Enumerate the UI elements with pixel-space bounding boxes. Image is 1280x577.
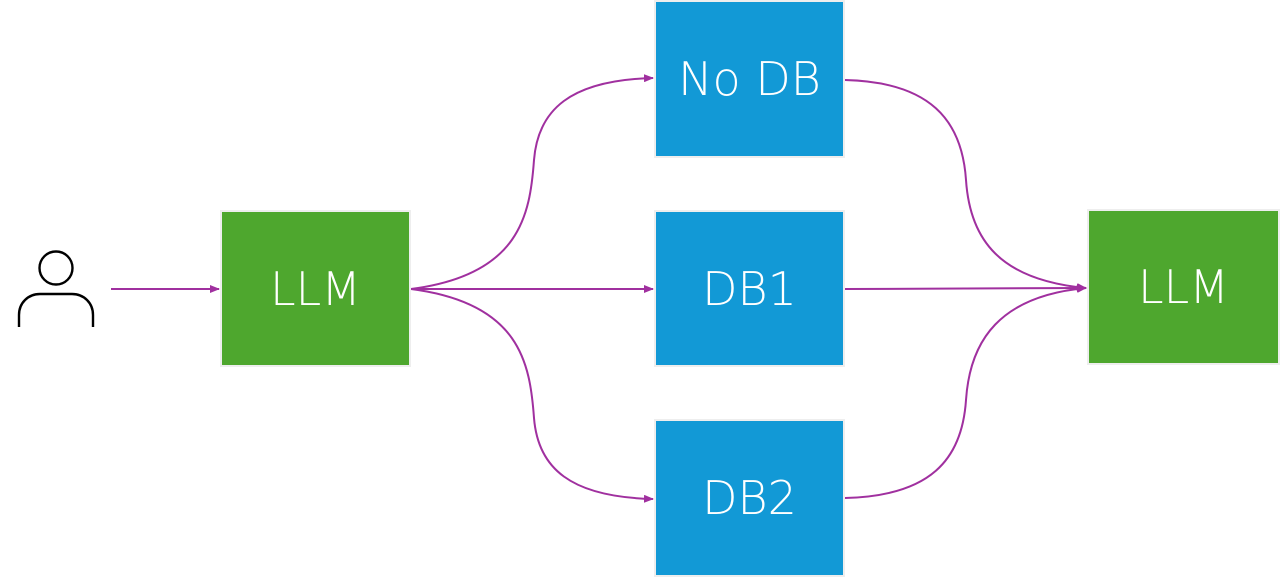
llm-input-node: LLM <box>220 210 411 367</box>
no-db-label: No DB <box>678 52 821 106</box>
db2-node: DB2 <box>654 419 845 577</box>
llm-output-label: LLM <box>1138 260 1229 314</box>
edge-llm-to-nodb <box>410 74 654 290</box>
llm-input-label: LLM <box>270 261 361 316</box>
edge-nodb-to-llm <box>844 79 1087 292</box>
no-db-node: No DB <box>654 0 845 158</box>
edge-db2-to-llm <box>844 284 1087 499</box>
db1-node: DB1 <box>654 210 845 367</box>
edge-llm-to-db2 <box>410 288 654 503</box>
db2-label: DB2 <box>702 471 797 525</box>
llm-output-node: LLM <box>1087 209 1280 365</box>
edge-db1-to-llm <box>844 284 1087 293</box>
user-icon <box>17 250 95 327</box>
db1-label: DB1 <box>702 261 797 316</box>
